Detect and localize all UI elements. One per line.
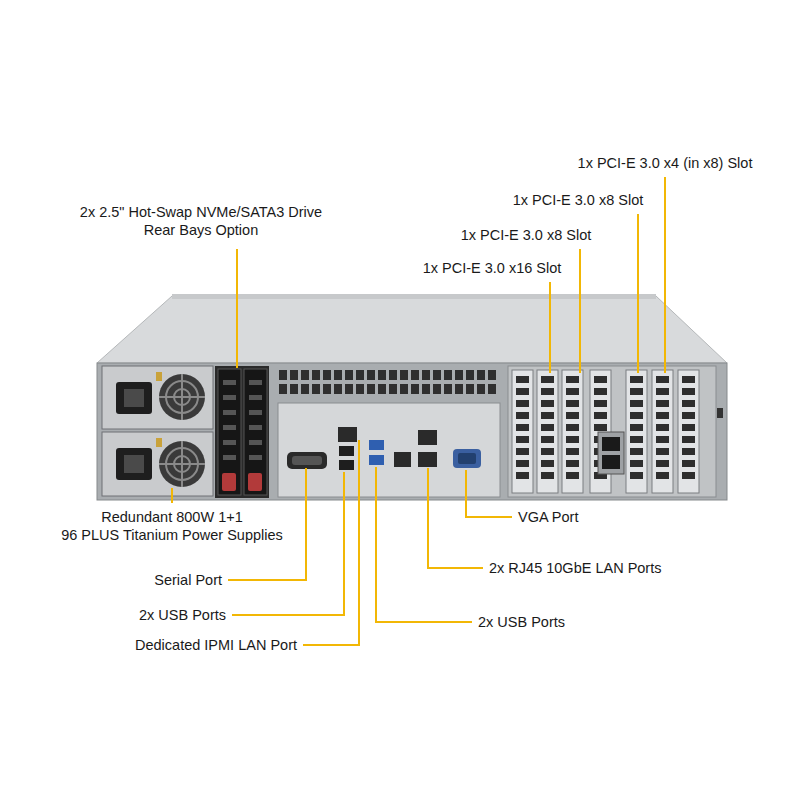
callout-label: 1x PCI-E 3.0 x8 Slot [513, 191, 644, 209]
callout-label: 2x 2.5" Hot-Swap NVMe/SATA3 Drive Rear B… [80, 203, 322, 239]
callout-label: 1x PCI-E 3.0 x4 (in x8) Slot [578, 154, 753, 172]
callout-label: Dedicated IPMI LAN Port [135, 636, 297, 654]
callout-label: Redundant 800W 1+1 96 PLUS Titanium Powe… [61, 508, 283, 544]
callout-label: 2x USB Ports [139, 606, 226, 624]
callout-label: 1x PCI-E 3.0 x8 Slot [461, 226, 592, 244]
callout-label: 2x RJ45 10GbE LAN Ports [489, 559, 661, 577]
callout-label: Serial Port [154, 571, 222, 589]
callout-label: 2x USB Ports [478, 613, 565, 631]
callout-label: 1x PCI-E 3.0 x16 Slot [423, 259, 562, 277]
callout-label: VGA Port [518, 508, 578, 526]
